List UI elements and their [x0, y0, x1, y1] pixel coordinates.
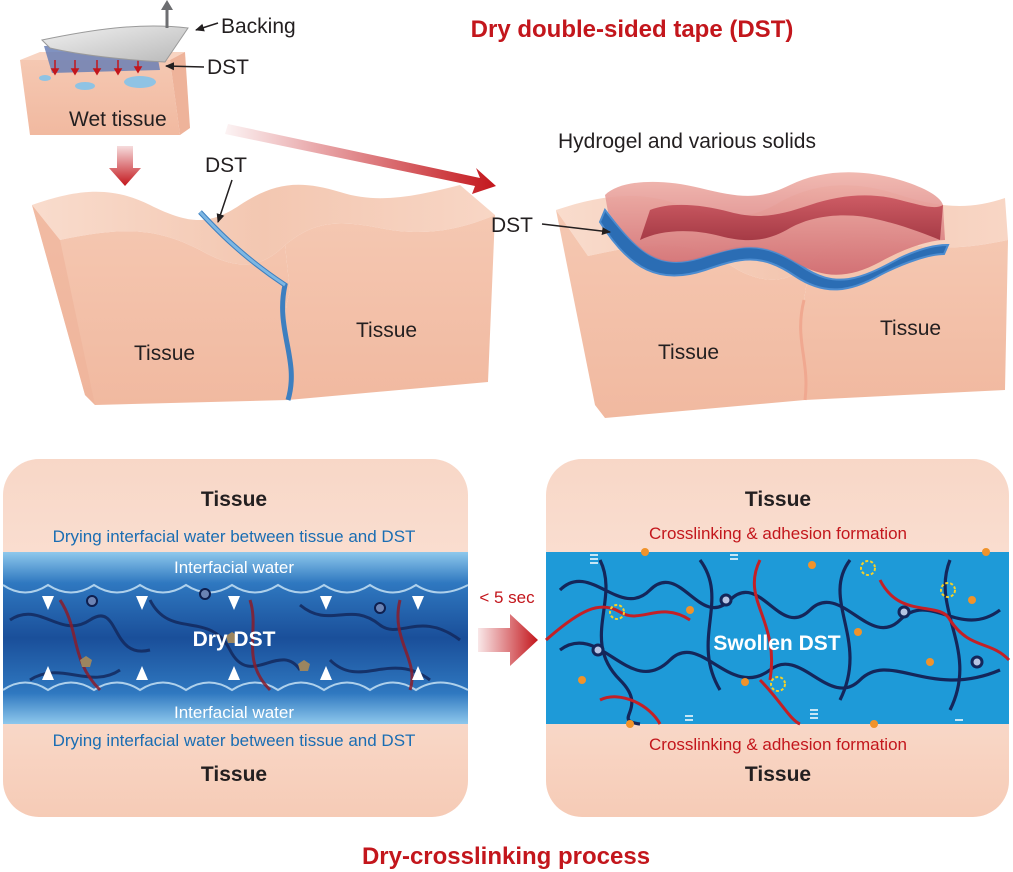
arrow-up-icon [161, 0, 173, 28]
dst-pointer-middle [216, 179, 233, 223]
water-droplet-icon [124, 76, 156, 88]
hydrogel-on-tissue-illustration [556, 172, 1008, 418]
dry-panel-tissue-top: Tissue [201, 488, 267, 511]
dry-dst-panel [2, 459, 469, 817]
bottom-title: Dry-crosslinking process [362, 843, 650, 870]
wet-tissue-label: Wet tissue [69, 108, 167, 131]
dry-panel-tissue-bottom: Tissue [201, 763, 267, 786]
dst-label-right: DST [491, 214, 533, 237]
arrow-down-icon [42, 596, 424, 610]
dst-label-middle: DST [205, 154, 247, 177]
swollen-dst-label: Swollen DST [713, 632, 840, 655]
swollen-panel-tissue-top: Tissue [745, 488, 811, 511]
swollen-panel-crosslink-bottom: Crosslinking & adhesion formation [649, 735, 907, 754]
dry-panel-drying-bottom: Drying interfacial water between tissue … [53, 731, 416, 750]
backing-pointer [195, 22, 219, 32]
tissue-label-middle-right: Tissue [356, 319, 417, 342]
arrow-down-icon [109, 146, 141, 186]
time-label: < 5 sec [479, 588, 535, 607]
water-droplet-icon [39, 75, 51, 81]
swollen-panel-tissue-bottom: Tissue [745, 763, 811, 786]
arrow-right-icon [225, 124, 496, 194]
tissue-label-middle-left: Tissue [134, 342, 195, 365]
dry-panel-water-bottom: Interfacial water [174, 703, 294, 722]
dst-pointer-small [165, 62, 205, 71]
hydrogel-heading: Hydrogel and various solids [558, 130, 816, 153]
dry-dst-label: Dry DST [193, 628, 276, 651]
dry-panel-water-top: Interfacial water [174, 558, 294, 577]
dry-panel-drying-top: Drying interfacial water between tissue … [53, 527, 416, 546]
wet-tissue-illustration [20, 0, 190, 135]
top-title: Dry double-sided tape (DST) [471, 16, 794, 43]
swollen-dst-layer [546, 552, 1009, 724]
arrow-up-icon [42, 666, 424, 680]
water-droplet-icon [75, 82, 95, 90]
tissue-label-right-left: Tissue [658, 341, 719, 364]
dst-pointer-right [541, 223, 611, 236]
backing-sheet [40, 25, 189, 63]
swollen-dst-panel [545, 459, 1011, 817]
swollen-panel-crosslink-top: Crosslinking & adhesion formation [649, 524, 907, 543]
dst-label-small: DST [207, 56, 249, 79]
tissue-joint-illustration [32, 184, 495, 405]
arrow-down-icon [50, 58, 143, 76]
arrow-right-icon [478, 614, 538, 666]
tissue-label-right-right: Tissue [880, 317, 941, 340]
backing-label: Backing [221, 15, 296, 38]
